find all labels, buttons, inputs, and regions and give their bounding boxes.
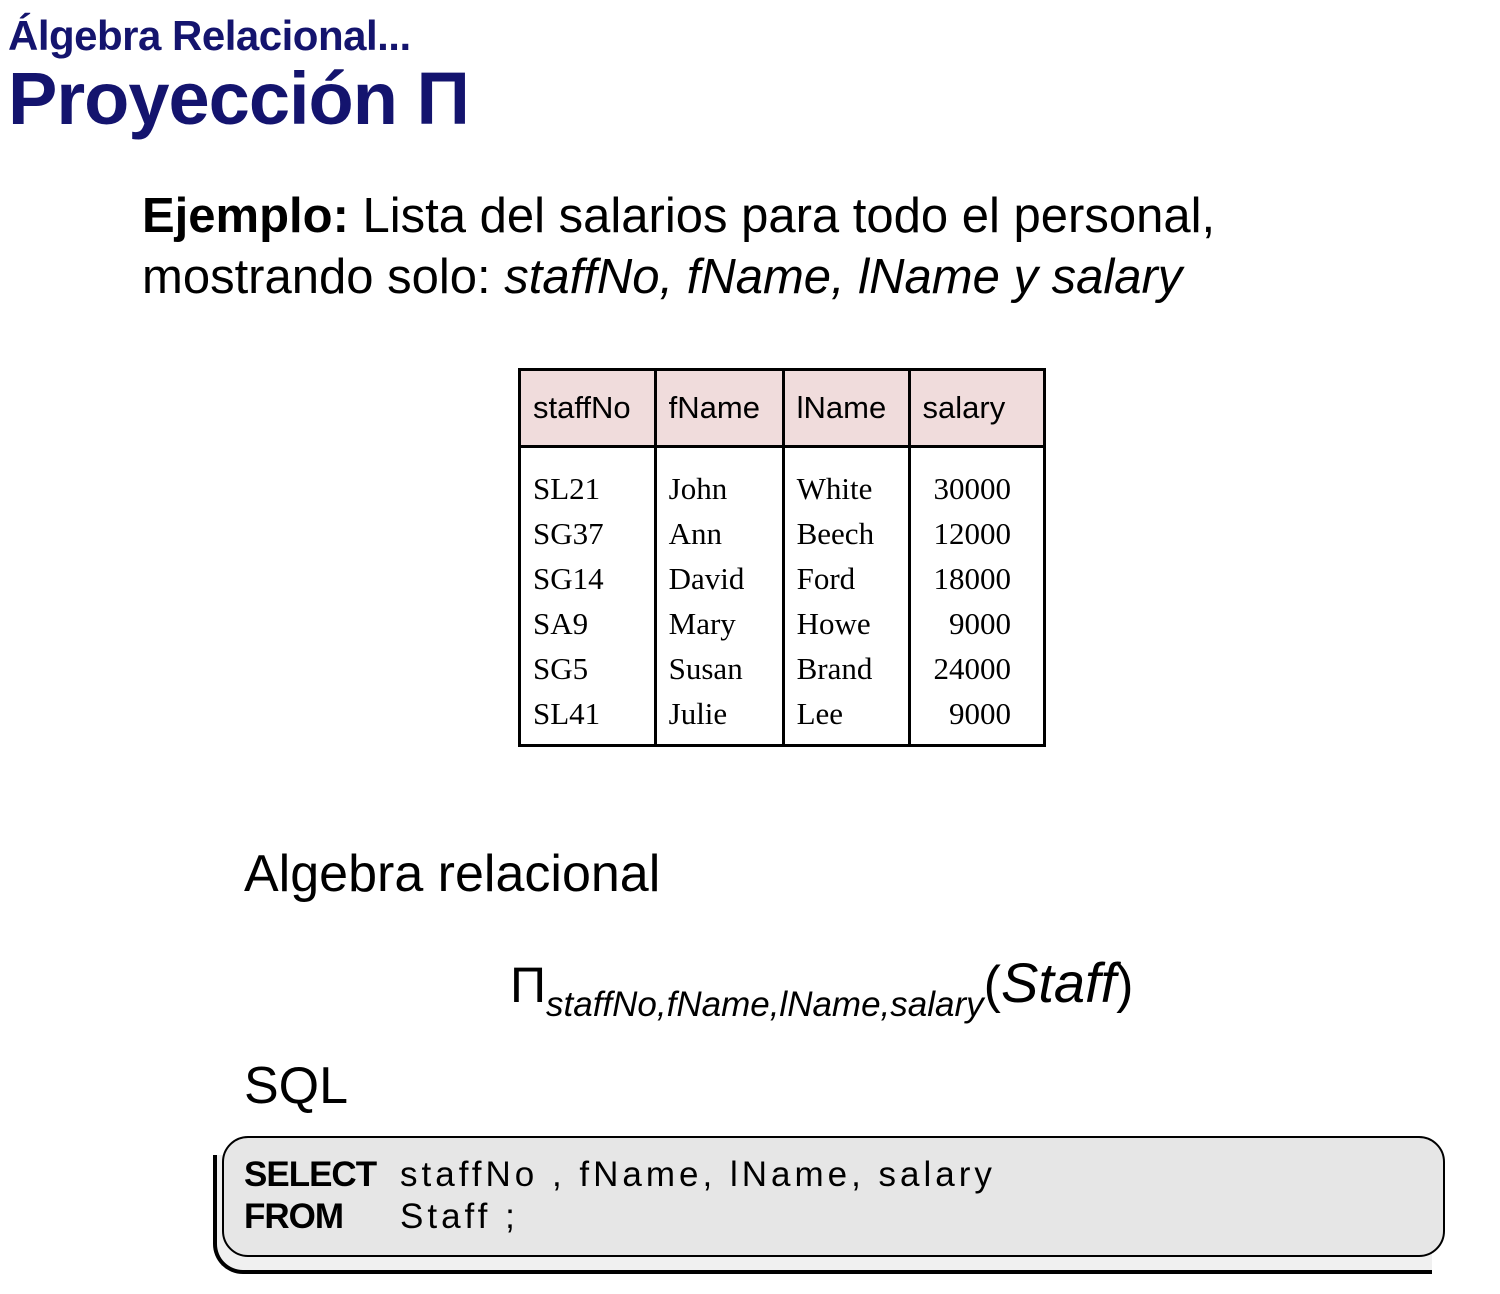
sql-keyword-from: FROM <box>244 1197 344 1236</box>
table-cell: Ford <box>796 561 856 596</box>
column-salary: 30000 12000 18000 9000 24000 9000 <box>907 446 1047 746</box>
example-label: Ejemplo: <box>142 189 349 243</box>
section-subtitle: Álgebra Relacional... <box>8 12 411 59</box>
table-cell: John <box>668 471 728 506</box>
example-description-line1: Lista del salarios para todo el personal… <box>348 189 1216 243</box>
staff-projection-table: staffNo fName lName salary SL21 SG37 SG1… <box>518 368 1047 747</box>
table-cell: Mary <box>668 606 736 641</box>
column-header-staffno: staffNo <box>518 368 657 448</box>
column-header-lname: lName <box>781 368 911 448</box>
algebra-heading: Algebra relacional <box>244 845 661 903</box>
table-cell: White <box>796 471 873 506</box>
sql-heading: SQL <box>244 1057 349 1115</box>
column-header-salary: salary <box>907 368 1047 448</box>
table-cell: SA9 <box>533 606 589 641</box>
page-title: Proyección Π <box>8 57 470 140</box>
relation-name: Staff <box>1000 951 1117 1014</box>
table-cell: Brand <box>796 651 873 686</box>
projection-attributes: staffNo,fName,lName,salary <box>546 985 984 1024</box>
table-body: SL21 SG37 SG14 SA9 SG5 SL41 John Ann Dav… <box>518 446 1047 746</box>
sql-select-line: SELECT staffNo , fName, lName, salary <box>244 1154 996 1196</box>
sql-from-line: FROM Staff ; <box>244 1196 519 1238</box>
table-cell: 24000 <box>933 651 1012 686</box>
table-cell: David <box>668 561 745 596</box>
table-cell: Ann <box>668 516 723 551</box>
table-cell: Susan <box>668 651 743 686</box>
sql-select-columns: staffNo , fName, lName, salary <box>400 1155 996 1194</box>
column-staffno: SL21 SG37 SG14 SA9 SG5 SL41 <box>518 446 657 746</box>
table-cell: 18000 <box>933 561 1012 596</box>
table-cell: SG5 <box>533 651 589 686</box>
projection-expression: ΠstaffNo,fName,lName,salary(Staff) <box>510 948 1133 1026</box>
table-cell: Howe <box>796 606 871 641</box>
close-paren: ) <box>1116 956 1134 1014</box>
table-cell: 12000 <box>933 516 1012 551</box>
table-cell: SG14 <box>533 561 604 596</box>
open-paren: ( <box>983 956 1001 1014</box>
projection-operator: Π <box>510 957 547 1013</box>
table-cell: 9000 <box>949 606 1011 641</box>
sql-from-table: Staff ; <box>400 1197 519 1236</box>
table-cell: SG37 <box>533 516 604 551</box>
table-cell: SL41 <box>533 696 601 731</box>
table-cell: Beech <box>796 516 875 551</box>
column-header-fname: fName <box>653 368 785 448</box>
table-cell: SL21 <box>533 471 601 506</box>
table-header-row: staffNo fName lName salary <box>518 368 1047 448</box>
example-text: Ejemplo: Lista del salarios para todo el… <box>142 186 1392 308</box>
column-lname: White Beech Ford Howe Brand Lee <box>781 446 911 746</box>
example-fields: staffNo, fName, lName y salary <box>504 250 1183 304</box>
table-cell: 9000 <box>949 696 1011 731</box>
sql-keyword-select: SELECT <box>244 1155 377 1194</box>
column-fname: John Ann David Mary Susan Julie <box>653 446 785 746</box>
table-cell: Julie <box>668 696 728 731</box>
table-cell: 30000 <box>933 471 1012 506</box>
example-description-line2: mostrando solo: <box>142 250 505 304</box>
sql-code-box: SELECT staffNo , fName, lName, salary FRO… <box>222 1136 1445 1257</box>
table-cell: Lee <box>796 696 844 731</box>
